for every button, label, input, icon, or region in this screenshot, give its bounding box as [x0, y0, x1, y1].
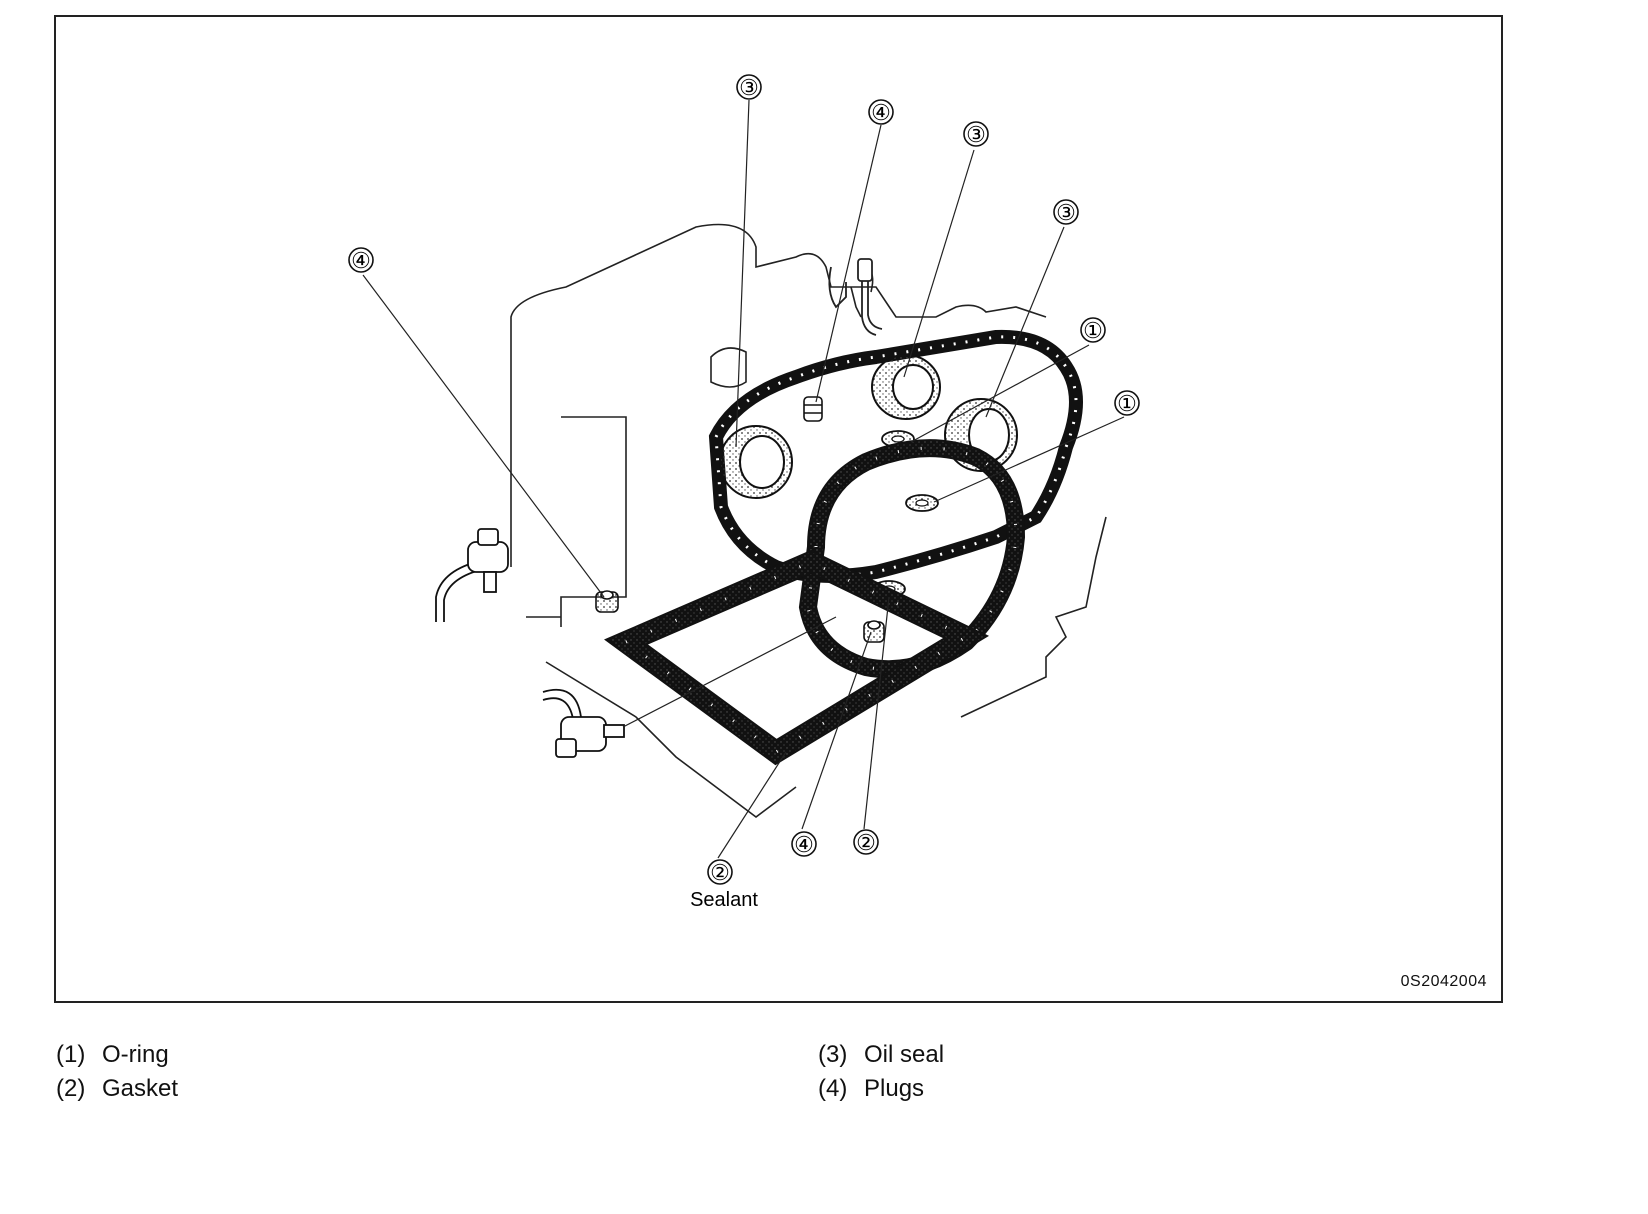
legend-column-left: (1) O-ring (2) Gasket [56, 1038, 178, 1106]
legend-item-gasket: (2) Gasket [56, 1072, 178, 1106]
o-ring-middle [905, 494, 939, 512]
callout-label: ③ [739, 75, 759, 100]
diagram-frame: ③ ④ ③ ③ ④ ① ① [54, 15, 1503, 1003]
legend-item-plugs: (4) Plugs [818, 1072, 944, 1106]
legend-number: (1) [56, 1041, 86, 1068]
callout-oil-seal-3: ③ [1053, 199, 1079, 225]
callout-label: ① [1083, 318, 1103, 343]
oil-cooler-fitting-upper [435, 528, 509, 622]
callout-oil-seal-1: ③ [736, 74, 762, 100]
callout-oil-seal-2: ③ [963, 121, 989, 147]
exploded-view-drawing: ③ ④ ③ ③ ④ ① ① [348, 74, 1140, 911]
oil-seal-left [719, 425, 793, 499]
callout-o-ring-2: ① [1114, 390, 1140, 416]
callout-gasket-1: ② [853, 829, 879, 855]
housing-outline [510, 223, 1107, 818]
callout-plug-1: ④ [868, 99, 894, 125]
callout-label: ④ [794, 832, 814, 857]
legend-item-oil-seal: (3) Oil seal [818, 1038, 944, 1072]
sealant-note: Sealant [690, 889, 758, 911]
breather-pipe [828, 258, 883, 336]
callout-label: ② [856, 830, 876, 855]
plug-left [595, 590, 619, 613]
legend-label: Plugs [864, 1075, 925, 1102]
callout-label: ② [710, 860, 730, 885]
callout-label: ③ [1056, 200, 1076, 225]
leader-lines [362, 99, 1125, 859]
plug-top [803, 396, 823, 422]
callout-label: ④ [871, 100, 891, 125]
callouts: ③ ④ ③ ③ ④ ① ① [348, 74, 1140, 911]
callout-label: ① [1117, 391, 1137, 416]
plug-bottom [863, 620, 885, 643]
callout-label: ④ [351, 248, 371, 273]
callout-plug-2: ④ [348, 247, 374, 273]
callout-gasket-sealant: ② Sealant [690, 859, 758, 911]
legend-number: (2) [56, 1075, 86, 1102]
callout-plug-3: ④ [791, 831, 817, 857]
callout-o-ring-1: ① [1080, 317, 1106, 343]
oil-seal-top [871, 354, 941, 420]
extension-gasket [798, 439, 1026, 679]
callout-label: ③ [966, 122, 986, 147]
legend-label: Gasket [102, 1075, 179, 1102]
legend-number: (3) [818, 1041, 848, 1068]
legend-label: Oil seal [864, 1041, 945, 1068]
legend-number: (4) [818, 1075, 848, 1102]
legend-item-o-ring: (1) O-ring [56, 1038, 178, 1072]
figure-id: 0S2042004 [1400, 973, 1487, 990]
legend-column-right: (3) Oil seal (4) Plugs [818, 1038, 944, 1106]
legend-label: O-ring [102, 1041, 169, 1068]
oil-cooler-fitting-lower [542, 688, 625, 758]
oil-pan-gasket [604, 549, 990, 766]
